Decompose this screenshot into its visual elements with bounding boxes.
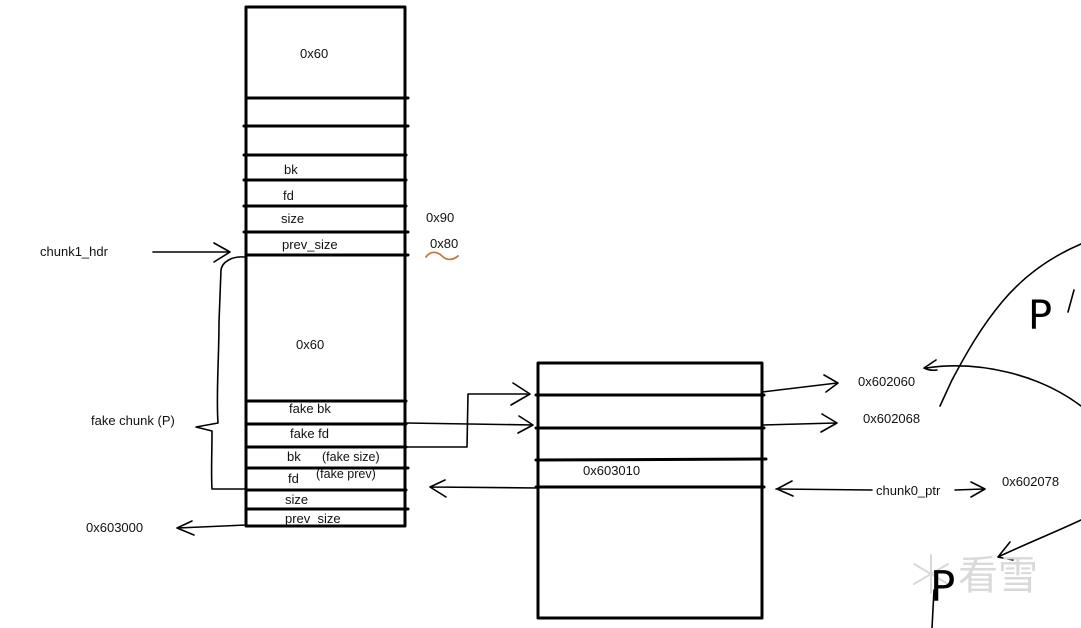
watermark: 看雪 <box>958 553 1038 599</box>
row-prev-size-lower: prev_size <box>285 511 341 526</box>
addr-0x602078: 0x602078 <box>1002 474 1060 489</box>
left-middle-value: 0x60 <box>296 337 325 352</box>
row-prev-size: prev_size <box>282 237 338 252</box>
row-size: size <box>281 211 305 226</box>
prev-size-value: 0x80 <box>430 236 459 251</box>
squiggle-underline <box>425 251 459 261</box>
right-block-value: 0x603010 <box>583 463 641 478</box>
row-bk-lower: bk <box>287 449 301 464</box>
fake-bk-arrow <box>405 382 531 448</box>
left-stack-dividers <box>242 96 410 511</box>
row-fd: fd <box>283 188 294 203</box>
base-address-label: 0x603000 <box>86 520 144 535</box>
left-top-value: 0x60 <box>300 46 329 61</box>
chunk1-hdr-label: chunk1_hdr <box>40 244 108 259</box>
fake-fd-arrow <box>405 415 534 434</box>
row-bk: bk <box>284 162 298 177</box>
handwriting-arrow-upper <box>923 243 1081 407</box>
right-block-dividers <box>534 393 768 489</box>
row-fd-lower: fd <box>288 471 299 486</box>
row-fake-bk: fake bk <box>289 401 331 416</box>
handwritten-p-upper: P <box>1028 293 1053 339</box>
row-fake-size: (fake size) <box>322 450 380 464</box>
addr-0x602068: 0x602068 <box>863 411 921 426</box>
row-fake-prev: (fake prev) <box>316 467 376 481</box>
size-value: 0x90 <box>426 210 455 225</box>
chunk0-ptr-to-addr-arrow <box>954 481 986 498</box>
right-block-outline <box>536 361 764 620</box>
chunk0-ptr-link <box>429 479 539 498</box>
fake-chunk-label: fake chunk (P) <box>91 413 175 428</box>
chunk0-ptr-label: chunk0_ptr <box>876 483 941 498</box>
arrow-to-0x602068 <box>761 413 838 433</box>
chunk0-ptr-arrow <box>775 480 873 497</box>
row-fake-fd: fake fd <box>290 426 330 441</box>
handwriting-arrow-lower <box>997 519 1081 561</box>
handwriting-stroke-upper-p <box>1067 289 1075 313</box>
snowflake-icon <box>913 554 949 594</box>
addr-0x602060: 0x602060 <box>858 374 916 389</box>
handwritten-p-lower: P <box>930 562 956 611</box>
fake-chunk-bracket <box>195 256 247 490</box>
arrow-to-0x602060 <box>761 374 839 393</box>
chunk1-hdr-arrow <box>152 242 231 263</box>
handwriting-stroke-lower <box>931 589 935 628</box>
row-size-lower: size <box>285 492 309 507</box>
left-stack-outline <box>244 5 407 528</box>
base-address-arrow <box>176 520 247 536</box>
handwriting-curve-upper <box>925 365 1081 407</box>
